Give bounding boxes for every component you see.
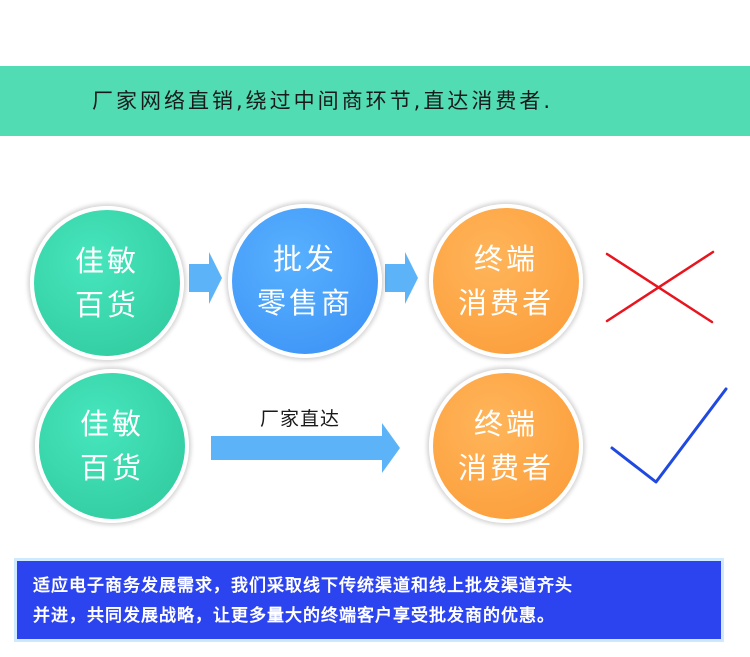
check-icon [610,387,728,484]
node-label-line2: 消费者 [457,451,554,485]
cross-icon [605,250,715,324]
row1-arrow-1 [189,252,222,304]
row2-direct-arrow [211,423,400,473]
direct-arrow-label: 厂家直达 [260,408,341,430]
footer-note: 适应电子商务发展需求，我们采取线下传统渠道和线上批发渠道齐头 并进，共同发展战略… [14,558,724,642]
footer-line1: 适应电子商务发展需求，我们采取线下传统渠道和线上批发渠道齐头 [33,576,573,596]
banner-text: 厂家网络直销,绕过中间商环节,直达消费者. [92,89,554,113]
node-label-line2: 百货 [74,288,139,322]
footer-line2: 并进，共同发展战略，让更多量大的终端客户享受批发商的优惠。 [33,606,555,626]
row2-node-jiamin: 佳敏 百货 [35,369,189,523]
header-banner: 厂家网络直销,绕过中间商环节,直达消费者. [0,66,750,136]
row1-arrow-2 [385,252,418,304]
node-label-line2: 消费者 [457,286,554,320]
node-label-line2: 零售商 [256,286,353,320]
node-label-line2: 百货 [79,451,144,485]
node-label-line1: 佳敏 [74,244,139,278]
row1-node-consumer: 终端 消费者 [429,204,583,358]
node-label-line1: 批发 [272,242,337,276]
node-label-line1: 终端 [473,242,538,276]
node-label-line1: 佳敏 [79,407,144,441]
row2-node-consumer: 终端 消费者 [429,369,583,523]
row1-node-wholesaler: 批发 零售商 [228,204,382,358]
node-label-line1: 终端 [473,407,538,441]
row1-node-jiamin: 佳敏 百货 [30,206,184,360]
